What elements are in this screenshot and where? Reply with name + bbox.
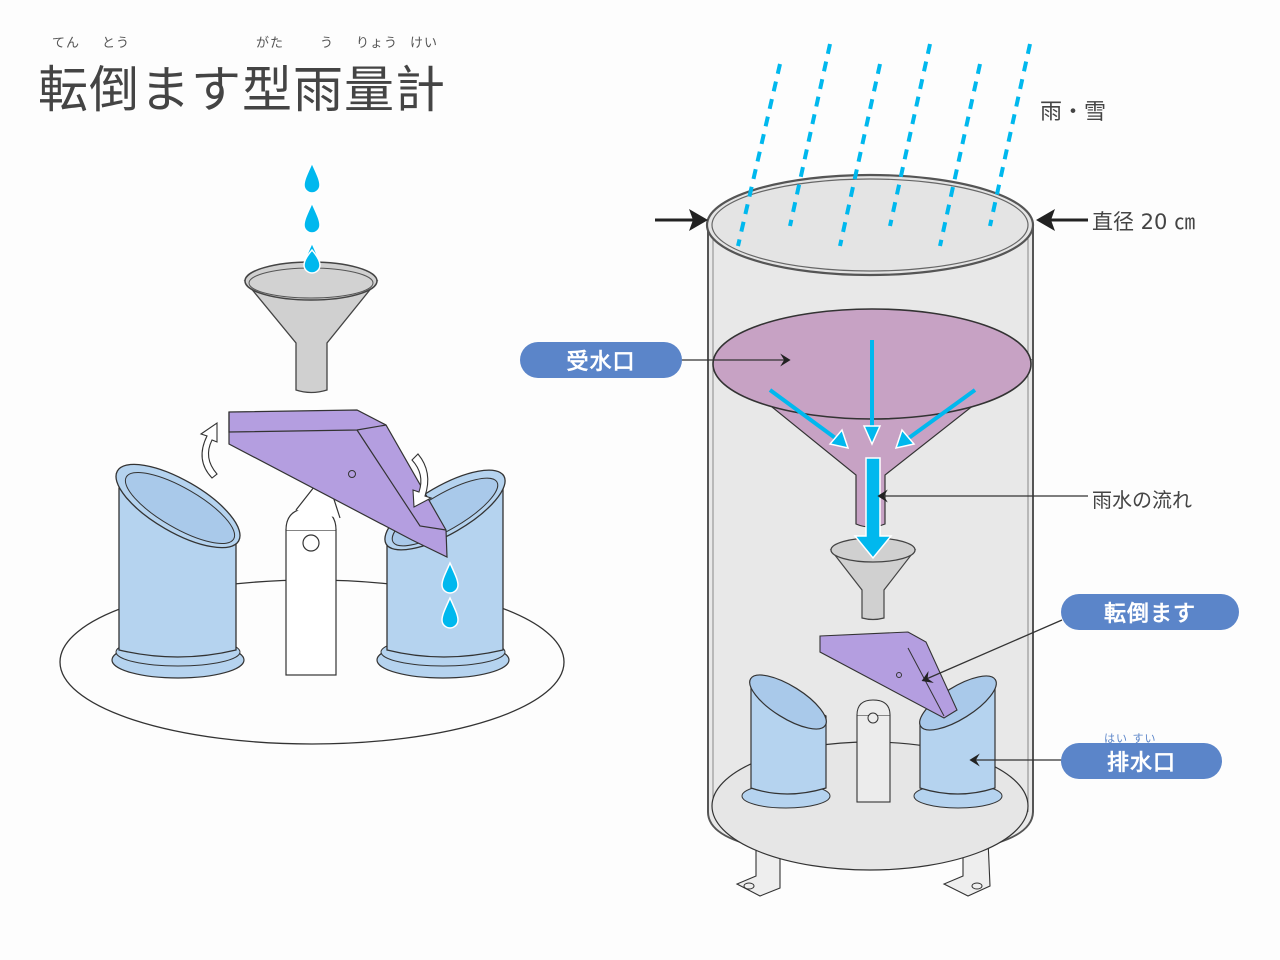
callout-tipping-bucket: 転倒ます: [1061, 594, 1239, 630]
bucket-cylinder-left: [111, 463, 245, 679]
pivot-post-inside: [856, 699, 891, 803]
rotate-arrow-icon: [199, 421, 218, 479]
title-ruby-kei: けい: [410, 36, 439, 51]
main-flow-arrow: [853, 457, 893, 560]
rotation-arrows: [199, 421, 433, 508]
callout-drain-ruby: はい すい: [1104, 732, 1157, 745]
arrow-down-icon: [862, 425, 882, 446]
tipping-bucket-left: [228, 409, 448, 558]
callout-inlet: 受水口: [520, 342, 682, 378]
dripping-drops: [441, 561, 459, 629]
arrow-down-right-icon: [828, 428, 850, 450]
arrow-down-left-icon: [894, 428, 916, 450]
flow-label: 雨水の流れ: [1092, 488, 1192, 512]
arrow-left-icon: [1036, 209, 1055, 231]
pivot-post: [285, 481, 341, 676]
water-drop-icon: [441, 596, 459, 629]
precipitation-label: 雨・雪: [1040, 100, 1107, 125]
bucket-cylinder-right-inside-left: [741, 674, 831, 809]
water-drop-icon: [303, 161, 321, 194]
title-ruby-gata: がた: [256, 36, 285, 51]
diameter-indicator: [655, 209, 1088, 231]
title-ruby-tou: とう: [102, 36, 131, 51]
callout-drain: 排水口: [1061, 743, 1222, 779]
water-drop-icon: [441, 561, 459, 594]
leader-lines: [680, 353, 1088, 767]
title-ruby-ryou: りょう: [356, 36, 399, 51]
rain-lines: [736, 43, 1032, 247]
flow-arrows: [768, 340, 977, 442]
title-ruby-ten: てん: [52, 36, 81, 51]
title-ruby-u: う: [320, 36, 335, 51]
rotate-arrow-icon: [411, 453, 433, 508]
arrow-right-icon: [689, 209, 708, 231]
diameter-label: 直径 20 ㎝: [1092, 210, 1196, 234]
water-drop-icon: [303, 201, 321, 234]
page-title: 転倒ます型雨量計: [38, 61, 446, 119]
funnel-left: [243, 248, 379, 394]
tipping-bucket-inside: [819, 631, 958, 719]
